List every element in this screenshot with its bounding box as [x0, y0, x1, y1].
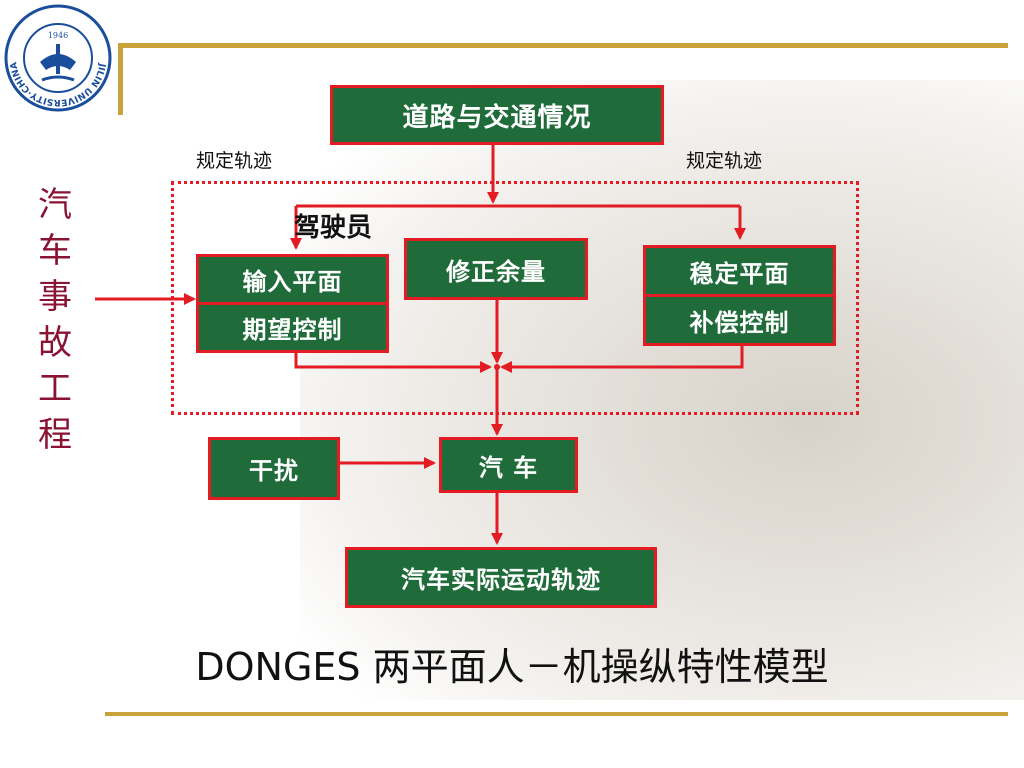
node-input-plane-line2: 期望控制 [199, 302, 386, 350]
node-stable-plane: 稳定平面 补偿控制 [643, 245, 836, 346]
node-vehicle-label: 汽 车 [478, 453, 539, 482]
gold-rule-bottom [105, 712, 1008, 716]
node-stable-plane-line1: 稳定平面 [689, 259, 790, 288]
node-road-traffic: 道路与交通情况 [330, 85, 664, 145]
gold-rule-left [118, 43, 123, 115]
node-stable-plane-line2: 补偿控制 [646, 294, 833, 343]
node-correction-margin: 修正余量 [404, 238, 588, 300]
node-correction-margin-label: 修正余量 [446, 257, 546, 286]
university-logo: JILIN UNIVERSITY·CHINA 1946 [4, 4, 112, 112]
node-road-traffic-label: 道路与交通情况 [402, 102, 592, 133]
node-actual-trajectory: 汽车实际运动轨迹 [345, 547, 657, 608]
vertical-title: 汽车事故工程 [38, 185, 72, 455]
logo-year: 1946 [48, 31, 68, 40]
junction-node [494, 364, 500, 370]
node-disturbance: 干扰 [208, 437, 340, 500]
label-prescribed-trajectory-right: 规定轨迹 [686, 150, 763, 172]
node-actual-trajectory-label: 汽车实际运动轨迹 [401, 566, 601, 594]
node-input-plane: 输入平面 期望控制 [196, 254, 389, 353]
node-vehicle: 汽 车 [439, 437, 578, 493]
label-driver: 驾驶员 [294, 213, 373, 243]
node-input-plane-line1: 输入平面 [242, 268, 343, 296]
label-prescribed-trajectory-left: 规定轨迹 [196, 150, 273, 172]
diagram-caption: DONGES 两平面人－机操纵特性模型 [195, 645, 829, 689]
arrow-stable-to-junction [500, 346, 744, 373]
gold-rule-top [118, 43, 1008, 48]
node-disturbance-label: 干扰 [249, 457, 299, 485]
arrow-input-to-junction [294, 352, 492, 373]
